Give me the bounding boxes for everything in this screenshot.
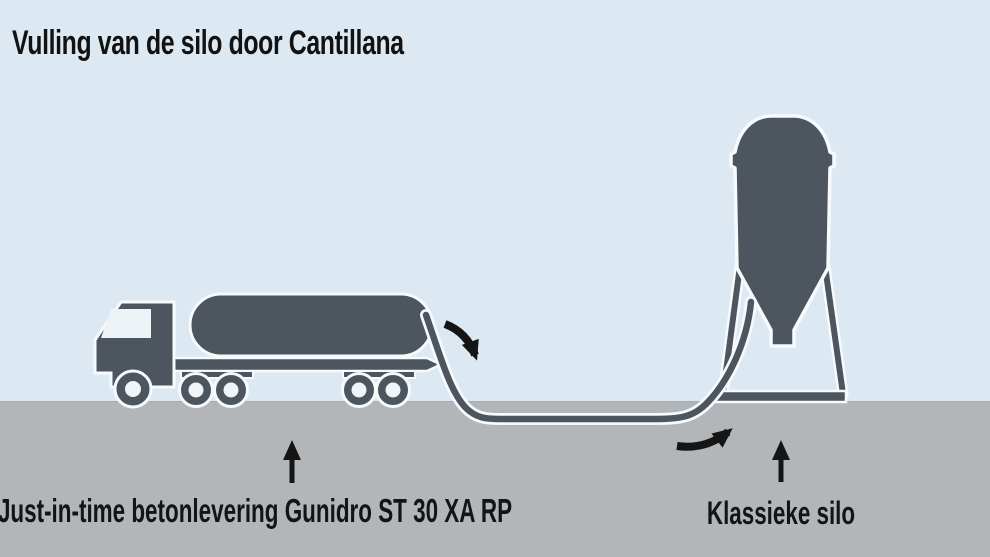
truck-window [101,309,151,338]
pointer-arrow-up-truck-icon [283,440,301,483]
ground-strip [0,401,990,557]
silo-body [729,114,836,348]
hose-icon [420,296,757,425]
pointer-arrow-up-silo-icon [772,440,790,482]
truck-label: Just-in-time betonlevering Gunidro ST 30… [0,492,513,529]
flow-arrow-down-icon [443,320,479,361]
truck-tank [188,292,434,358]
truck-wheels [113,369,411,409]
truck-chassis [167,356,444,373]
silo-base [712,389,848,404]
truck-fender-rear-pair [342,370,416,379]
flow-arrow-right-icon [676,428,733,451]
page-title: Vulling van de silo door Cantillana [12,24,404,62]
truck-fender-front-pair [180,370,254,379]
silo-label: Klassieke silo [706,495,856,531]
tanker-truck-icon [93,292,444,409]
